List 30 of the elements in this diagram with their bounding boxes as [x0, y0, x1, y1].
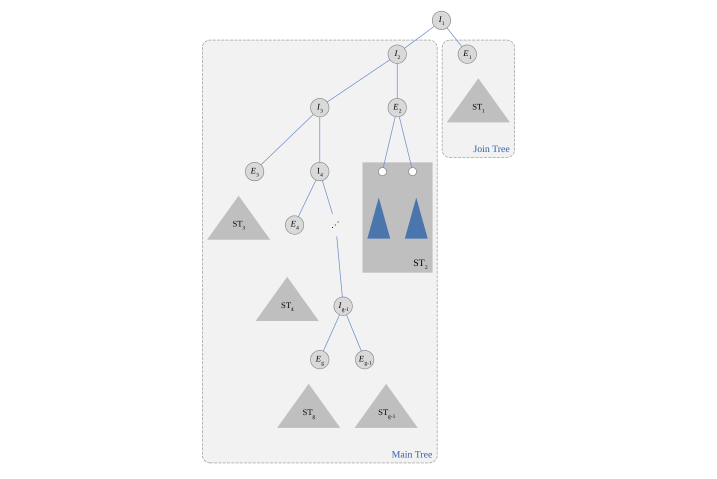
connector: [319, 116, 320, 163]
node-circle: E$_{3}$: [245, 162, 264, 182]
cluster: ST$_{2}$: [362, 162, 433, 273]
connector: [336, 236, 343, 298]
node-circle: I$_{4}$: [310, 162, 330, 182]
node-circle: E$_{g-1}$: [355, 350, 374, 370]
node-circle: E$_{1}$: [458, 44, 477, 64]
connector: [346, 314, 362, 352]
connector: [382, 116, 396, 168]
node-text: ⋰: [331, 219, 340, 230]
connector: [396, 63, 398, 99]
connector: [404, 26, 435, 49]
connector: [298, 180, 316, 217]
node-triangle: [367, 197, 390, 239]
connector: [398, 116, 412, 168]
node-circle: E$_{2}$: [388, 98, 407, 118]
node-triangle: [404, 197, 428, 239]
node-circle: [408, 167, 417, 176]
connector: [322, 180, 333, 214]
node-circle: E$_{g}$: [310, 350, 330, 370]
connector: [326, 59, 390, 102]
node-circle: I$_{g-1}$: [334, 296, 353, 316]
connector: [260, 114, 314, 166]
connector: [323, 314, 340, 352]
node-circle: E$_{4}$: [285, 216, 304, 235]
connector: [446, 28, 462, 48]
node-circle: I$_{2}$: [388, 44, 407, 64]
node-circle: I$_{3}$: [310, 98, 330, 118]
node-circle: I$_{1}$: [432, 10, 451, 30]
node-circle: [378, 167, 387, 176]
